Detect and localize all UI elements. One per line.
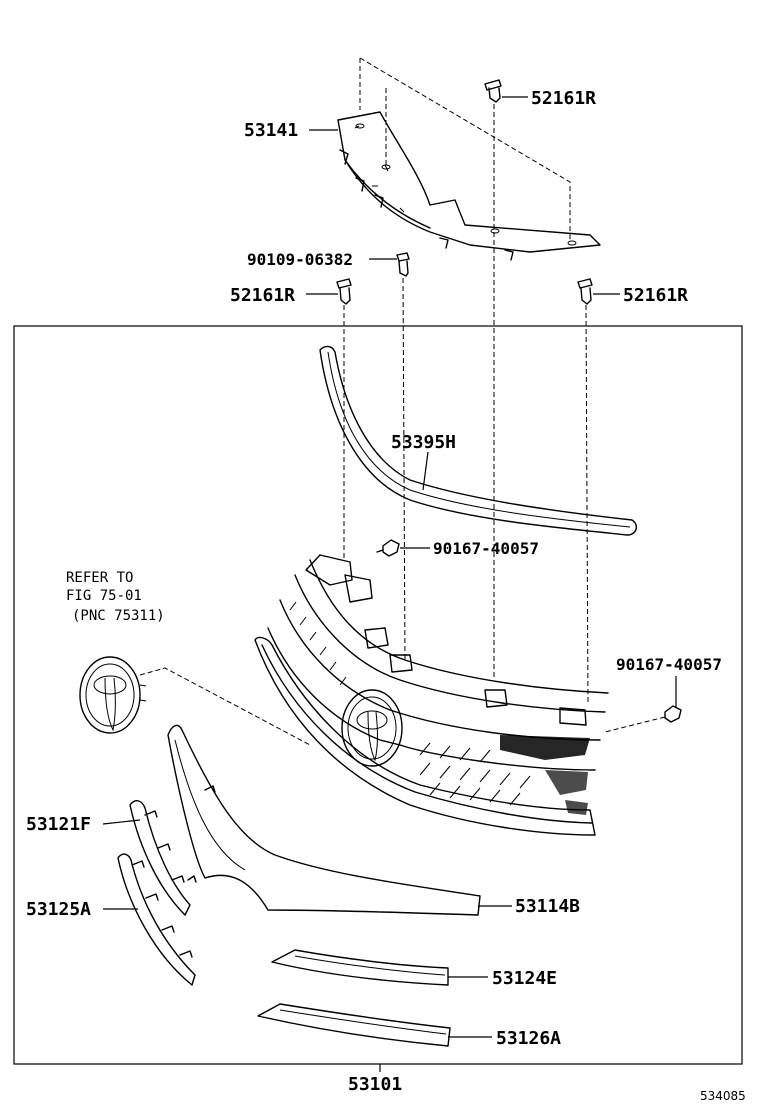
label-53121f: 53121F [26,814,91,835]
label-53141: 53141 [244,120,298,141]
clip-52161r-top [484,79,502,103]
label-90167-upper: 90167-40057 [433,539,539,558]
reference-line-1: REFER TO [66,570,133,586]
reference-line-3: (PNC 75311) [72,608,165,624]
label-53395h: 53395H [391,432,456,453]
cover-panel-53141 [337,111,601,261]
emblem-75311 [79,656,147,734]
label-52161r-right: 52161R [623,285,688,306]
figure-id: 534085 [700,1089,746,1103]
label-90109: 90109-06382 [247,250,353,269]
label-90167-right: 90167-40057 [616,655,722,674]
grille-53101 [254,554,609,836]
label-53124e: 53124E [492,968,557,989]
label-53125a: 53125A [26,899,91,920]
leader-dashed-clip-right [585,304,589,706]
leader-dashed-bolt-right [604,716,666,733]
garnish-53114b [167,724,481,916]
label-53126a: 53126A [496,1028,561,1049]
moulding-53395h [319,345,638,536]
leader-dashed-bolt [402,277,406,661]
clip-52161r-left [336,278,352,305]
leader-53121f [102,819,141,825]
assembly-frame [13,325,743,1065]
bolt-90109 [396,252,410,277]
leader-dashed-emblem [139,667,311,746]
leader-53395h [422,451,429,491]
label-52161r-left: 52161R [230,285,295,306]
label-52161r-top: 52161R [531,88,596,109]
leader-dashed-53141-b [359,57,571,240]
clip-52161r-right [577,278,593,305]
label-53114b: 53114B [515,896,580,917]
label-53101: 53101 [348,1074,402,1095]
bolt-90167-right [664,705,682,723]
moulding-53124e [271,949,449,986]
moulding-53125a [117,853,196,986]
moulding-53121f [129,800,191,916]
moulding-53126a [257,1003,451,1047]
reference-line-2: FIG 75-01 [66,588,142,604]
bolt-90167-upper [376,539,400,557]
